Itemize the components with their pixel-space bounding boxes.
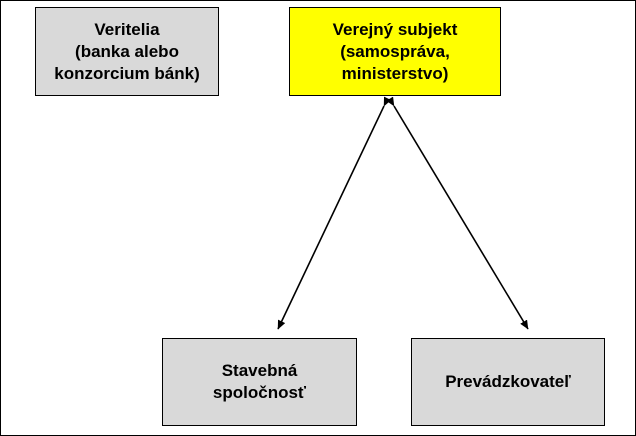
node-prevadzkovatel-text: Prevádzkovateľ (412, 371, 604, 393)
node-verejny-subjekt-line-1: Verejný subjekt (332, 19, 458, 39)
node-stavebna-spolocnost-line-2: spoločnosť (212, 383, 307, 402)
node-verejny-subjekt: Verejný subjekt (samospráva, ministerstv… (289, 7, 501, 96)
node-veritelia-line-1: Veritelia (94, 19, 160, 39)
node-stavebna-spolocnost: Stavebná spoločnosť (162, 338, 357, 426)
connector-verejny-to-stavebna (277, 96, 392, 330)
node-verejny-subjekt-text: Verejný subjekt (samospráva, ministerstv… (290, 19, 500, 85)
node-verejny-subjekt-line-2: (samospráva, (340, 41, 450, 61)
connector-verejny-to-prevadzkovatel (386, 96, 529, 330)
node-veritelia-text: Veritelia (banka alebo konzorcium bánk) (36, 19, 218, 85)
node-verejny-subjekt-line-3: ministerstvo) (341, 63, 449, 83)
node-veritelia: Veritelia (banka alebo konzorcium bánk) (35, 7, 219, 96)
node-prevadzkovatel: Prevádzkovateľ (411, 338, 605, 426)
node-veritelia-line-2: (banka alebo (75, 41, 179, 61)
node-prevadzkovatel-line-1: Prevádzkovateľ (445, 372, 571, 391)
node-stavebna-spolocnost-text: Stavebná spoločnosť (163, 360, 356, 404)
node-stavebna-spolocnost-line-1: Stavebná (221, 361, 298, 380)
node-veritelia-line-3: konzorcium bánk) (54, 63, 200, 83)
